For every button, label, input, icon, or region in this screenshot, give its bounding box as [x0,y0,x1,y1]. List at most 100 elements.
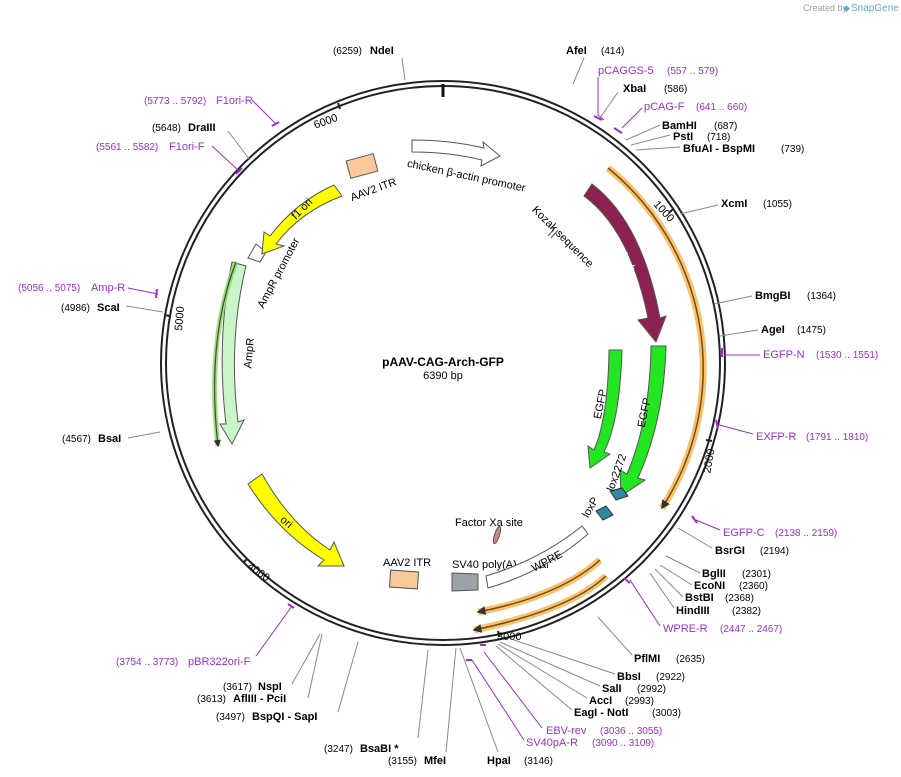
svg-text:ScaI: ScaI [97,302,120,314]
primer-sv40pa-r[interactable]: SV40pA-R (3090 .. 3109) [466,659,654,749]
feature-ori[interactable]: ori [247,473,345,567]
enzyme-mfei[interactable]: (3155) MfeI [388,647,457,767]
enzyme-agei[interactable]: AgeI (1475) [719,324,826,337]
primer-pcaggs-5[interactable]: pCAGGS-5 (557 .. 579) [593,65,718,121]
feature-loxp[interactable]: loxP [580,495,614,521]
enzyme-bsabi[interactable]: (3247) BsaBI * [324,649,429,755]
feature-f1-ori[interactable]: f1 ori [261,184,343,255]
primer-f1ori-r[interactable]: (5773 .. 5792) F1ori-R [144,95,280,127]
enzyme-hpai[interactable]: HpaI (3146) [459,647,553,767]
svg-text:(3247): (3247) [324,744,353,755]
svg-text:(2138 .. 2159): (2138 .. 2159) [775,528,837,539]
enzyme-psti[interactable]: PstI (718) [630,131,730,146]
svg-text:MfeI: MfeI [424,755,446,767]
svg-text:(2382): (2382) [732,606,761,617]
primer-wpre-r[interactable]: WPRE-R (2447 .. 2467) [623,577,782,635]
created-by-text: Created by [803,3,848,13]
svg-text:BsaBI *: BsaBI * [360,743,399,755]
svg-text:(718): (718) [707,132,730,143]
primer-pcag-f[interactable]: pCAG-F (641 .. 660) [613,101,747,134]
feature-egfp-2[interactable]: EGFP [619,345,667,497]
enzyme-afei[interactable]: AfeI (414) [566,45,624,85]
primer-egfp-c[interactable]: EGFP-C (2138 .. 2159) [691,515,837,539]
svg-text:AAV2 ITR: AAV2 ITR [349,176,398,204]
svg-text:(557 .. 579): (557 .. 579) [667,66,718,77]
svg-text:(1791 .. 1810): (1791 .. 1810) [806,432,868,443]
enzyme-sali[interactable]: SalI (2992) [499,641,666,695]
primer-amp-r[interactable]: (5056 .. 5075) Amp-R [18,282,159,299]
enzyme-draiii[interactable]: (5648) DraIII [152,122,251,161]
svg-text:PstI: PstI [673,131,693,143]
svg-text:(687): (687) [714,121,737,132]
enzyme-bbsi[interactable]: BbsI (2922) [513,639,685,683]
enzyme-econi[interactable]: EcoNI (2360) [659,564,768,592]
svg-text:(2368): (2368) [725,593,754,604]
svg-text:4000: 4000 [245,560,272,584]
plasmid-name: pAAV-CAG-Arch-GFP [382,355,504,369]
svg-text:HindIII: HindIII [676,605,710,617]
enzyme-bstbi[interactable]: BstBI (2368) [654,568,754,604]
enzyme-afliii-pcii[interactable]: (3613) AflIII - PciI [197,633,323,705]
svg-text:(1364): (1364) [807,291,836,302]
enzyme-scai[interactable]: (4986) ScaI [61,302,164,314]
svg-text:Factor Xa site: Factor Xa site [455,517,523,529]
svg-text:pCAG-F: pCAG-F [644,101,685,113]
svg-text:PflMI: PflMI [634,653,660,665]
enzyme-acci[interactable]: AccI (2993) [497,643,654,707]
svg-text:(2635): (2635) [676,654,705,665]
primer-egfp-n[interactable]: EGFP-N (1530 .. 1551) [721,348,878,361]
feature-chicken-beta-actin-promoter[interactable]: chicken β-actin promoter [406,139,527,195]
svg-text:(3613): (3613) [197,694,226,705]
enzyme-eagi-noti[interactable]: EagI - NotI (3003) [495,645,681,719]
svg-text:(2992): (2992) [637,684,666,695]
enzyme-bspqi-sapi[interactable]: (3497) BspQI - SapI [216,641,359,723]
svg-text:EagI - NotI: EagI - NotI [574,707,628,719]
tick-4000: 4000 [242,558,272,584]
feature-ampr[interactable]: AmpR [219,261,257,446]
enzyme-bfuai-bspmi[interactable]: BfuAI - BspMI (739) [635,143,804,155]
svg-text:(5561 .. 5582): (5561 .. 5582) [96,142,158,153]
svg-text:Kozak sequence: Kozak sequence [529,204,595,270]
svg-text:AflIII - PciI: AflIII - PciI [233,693,286,705]
enzyme-bmgbi[interactable]: BmgBI (1364) [713,290,836,305]
svg-text:(3146): (3146) [524,756,553,767]
svg-text:BamHI: BamHI [662,120,697,132]
ampr-highlight [212,261,239,448]
svg-text:(2447 .. 2467): (2447 .. 2467) [720,624,782,635]
primer-ebv-rev[interactable]: EBV-rev (3036 .. 3055) [480,644,662,737]
enzyme-ndei[interactable]: (6259) NdeI [333,45,406,81]
enzyme-xbai[interactable]: XbaI (586) [599,83,687,119]
svg-text:SV40pA-R: SV40pA-R [526,737,578,749]
svg-text:(3497): (3497) [216,712,245,723]
svg-text:(3155): (3155) [388,756,417,767]
svg-text:(6259): (6259) [333,46,362,57]
primer-exfp-r[interactable]: EXFP-R (1791 .. 1810) [715,419,868,443]
primer-pbr322ori-f[interactable]: (3754 .. 3773) pBR322ori-F [116,603,295,668]
feature-aav2-itr-left[interactable]: AAV2 ITR [345,153,398,204]
tick-5000: 5000 [163,306,187,331]
enzyme-nspi[interactable]: (3617) NspI [223,633,321,693]
svg-text:AAV2 ITR: AAV2 ITR [383,557,431,569]
primer-f1ori-f[interactable]: (5561 .. 5582) F1ori-F [96,141,243,175]
enzyme-bglii[interactable]: BglII (2301) [665,555,771,580]
feature-egfp-1[interactable]: EGFP [587,349,623,469]
enzyme-bsai[interactable]: (4567) BsaI [62,431,161,445]
svg-text:2000: 2000 [701,448,717,474]
svg-text:(3036 .. 3055): (3036 .. 3055) [600,726,662,737]
enzyme-xcmi[interactable]: XcmI (1055) [679,198,792,215]
svg-text:EBV-rev: EBV-rev [546,725,587,737]
enzyme-hindiii[interactable]: HindIII (2382) [649,572,761,617]
feature-aav2-itr-right[interactable]: AAV2 ITR [383,557,431,590]
svg-text:Amp-R: Amp-R [91,282,125,294]
svg-text:5000: 5000 [173,306,187,331]
tick-2000: 2000 [701,439,717,474]
feature-kozak-sequence[interactable]: Kozak sequence [529,204,595,270]
enzyme-pflmi[interactable]: PflMI (2635) [597,616,705,665]
feature-factor-xa-site[interactable]: Factor Xa site [455,517,523,545]
svg-text:(3090 .. 3109): (3090 .. 3109) [592,738,654,749]
enzyme-bsrgi[interactable]: BsrGI (2194) [677,527,789,557]
svg-text:pCAGGS-5: pCAGGS-5 [598,65,654,77]
svg-text:AmpR: AmpR [242,337,257,369]
enzyme-bamhi[interactable]: BamHI (687) [625,120,737,141]
snapgene-logo-icon: ◆ [843,3,850,13]
